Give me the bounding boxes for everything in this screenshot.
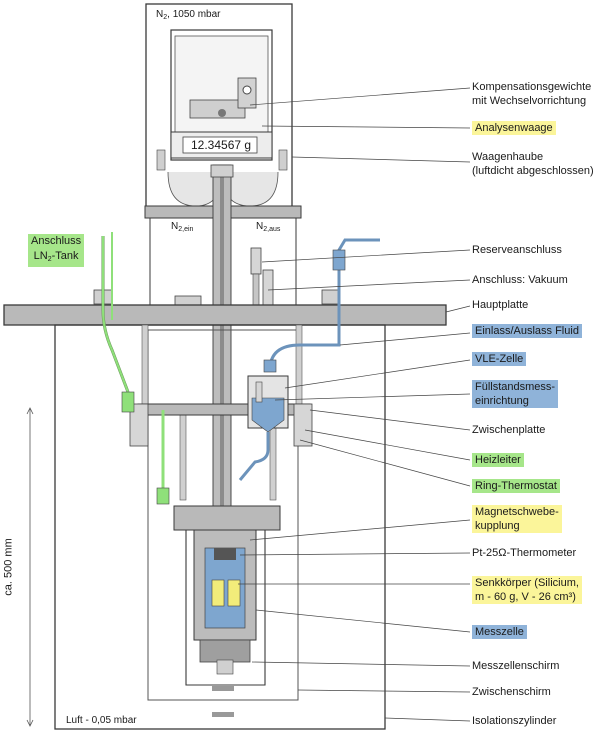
component-label: Senkkörper (Silicium,m - 60 g, V - 26 cm… bbox=[472, 576, 582, 604]
component-label: Anschluss: Vakuum bbox=[472, 274, 568, 286]
component-label: VLE-Zelle bbox=[472, 352, 527, 366]
measuring-cell-shield bbox=[185, 530, 266, 686]
n2-out-label: N2,aus bbox=[256, 221, 281, 233]
component-label: Zwischenplatte bbox=[472, 424, 546, 436]
level-gauge bbox=[255, 381, 263, 403]
component-label: Messzellenschirm bbox=[472, 660, 560, 672]
compensation-weights bbox=[189, 99, 246, 119]
bottom-pressure-label: Luft - 0,05 mbar bbox=[66, 715, 137, 726]
n2-in-label: N2,ein bbox=[171, 221, 194, 233]
dimension-label: ca. 500 mm bbox=[2, 538, 15, 596]
ring-thermostat bbox=[173, 505, 281, 531]
component-label: Füllstandsmess-einrichtung bbox=[472, 380, 559, 408]
component-label: Ring-Thermostat bbox=[472, 479, 560, 493]
insulation-cylinder bbox=[54, 324, 386, 730]
sinker bbox=[211, 579, 225, 607]
component-label: Einlass/Auslass Fluid bbox=[472, 324, 582, 338]
component-label: Pt-25Ω-Thermometer bbox=[472, 547, 577, 559]
component-label: Zwischenschirm bbox=[472, 686, 551, 698]
component-label: Magnetschwebe-kupplung bbox=[472, 505, 562, 533]
intermediate-shield bbox=[147, 329, 299, 701]
component-label: Isolationszylinder bbox=[472, 715, 557, 727]
component-label: Reserveanschluss bbox=[472, 244, 562, 256]
component-label: Analysenwaage bbox=[472, 121, 556, 135]
reserve-connection bbox=[250, 247, 262, 275]
balance-display-value: 12.34567 g bbox=[191, 138, 252, 152]
component-label: Heizleiter bbox=[472, 453, 524, 467]
top-pressure-label: N2, 1050 mbar bbox=[156, 9, 221, 21]
main-plate bbox=[3, 304, 447, 326]
balance-frame bbox=[170, 29, 273, 161]
component-label: Waagenhaube(luftdicht abgeschlossen) bbox=[472, 151, 594, 177]
component-label: Messzelle bbox=[472, 625, 527, 639]
component-label: Hauptplatte bbox=[472, 299, 529, 311]
leader-lines bbox=[238, 87, 471, 722]
